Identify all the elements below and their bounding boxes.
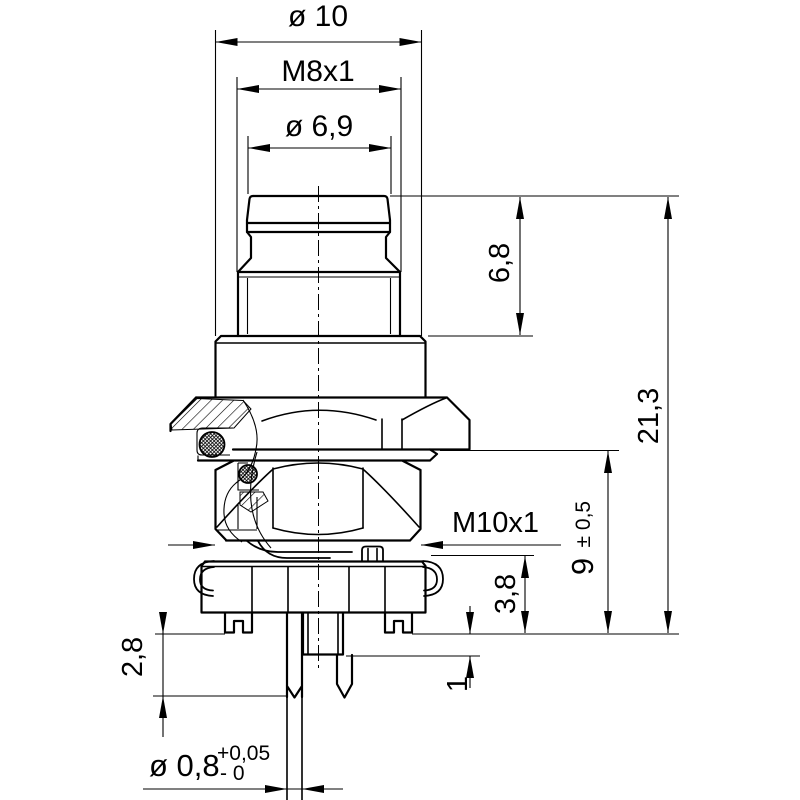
dim-label-9-main: 9 bbox=[565, 558, 600, 575]
solder-feet bbox=[223, 611, 414, 634]
arrow-right-icon bbox=[369, 144, 391, 152]
section-step-lines bbox=[197, 455, 258, 531]
oring-small bbox=[238, 464, 258, 484]
arrow-left-icon bbox=[421, 541, 443, 549]
arrow-up-icon bbox=[466, 656, 474, 678]
arrow-right-icon bbox=[265, 785, 287, 793]
arrow-left-icon bbox=[237, 85, 259, 93]
arrow-down-icon bbox=[516, 313, 524, 335]
oring-groove-small bbox=[237, 462, 259, 491]
dim-label-9: 9 ± 0,5 bbox=[565, 501, 600, 575]
arrow-up-icon bbox=[604, 451, 612, 473]
section-cutaway bbox=[170, 397, 272, 549]
dim-label-9-tol: ± 0,5 bbox=[572, 501, 595, 548]
dim-label-pin-tol-plus: +0,05 bbox=[217, 742, 270, 765]
dim-dia-6-9: ø 6,9 bbox=[248, 110, 391, 152]
section-spline-outer bbox=[223, 399, 258, 543]
dim-dia-10: ø 10 bbox=[215, 0, 422, 46]
arrow-up-icon bbox=[664, 197, 672, 219]
arrow-left-icon bbox=[215, 38, 238, 46]
arrow-right-icon bbox=[193, 541, 215, 549]
dim-label-dia10: ø 10 bbox=[288, 0, 348, 33]
dim-label-68: 6,8 bbox=[484, 243, 516, 283]
arrow-right-icon bbox=[379, 85, 401, 93]
oring-groove-large bbox=[196, 427, 233, 456]
arrow-down-icon bbox=[664, 611, 672, 633]
arrow-down-icon bbox=[521, 611, 529, 633]
arrow-up-icon bbox=[516, 197, 524, 219]
dim-6-8: 6,8 bbox=[484, 197, 524, 335]
dim-m8x1: M8x1 bbox=[237, 55, 401, 93]
dim-label-38: 3,8 bbox=[490, 574, 522, 614]
contact-pin-left bbox=[285, 611, 304, 800]
dim-label-m8: M8x1 bbox=[281, 55, 354, 88]
dim-1: 1 bbox=[442, 606, 474, 692]
section-hatch-wedge-top bbox=[170, 397, 252, 431]
dim-label-pin-tol-minus: - 0 bbox=[220, 762, 245, 785]
dim-label-1: 1 bbox=[442, 676, 474, 692]
dim-3-8: 3,8 bbox=[490, 556, 529, 633]
section-hatch-wedge-mid bbox=[239, 491, 269, 513]
arrow-left-icon bbox=[248, 144, 270, 152]
arrow-down-icon bbox=[466, 612, 474, 634]
extension-lines bbox=[153, 30, 679, 697]
dim-21-3: 21,3 bbox=[633, 197, 672, 633]
mount-flange bbox=[200, 560, 427, 614]
dim-2-8: 2,8 bbox=[117, 612, 167, 737]
dim-pin-dia: ø 0,8 +0,05 - 0 bbox=[143, 742, 343, 793]
arrow-up-icon bbox=[521, 556, 529, 578]
dimensions: ø 10 M8x1 ø 6,9 6,8 21,3 bbox=[117, 0, 679, 793]
washer-face bbox=[196, 448, 439, 462]
dim-label-pin-dia: ø 0,8 bbox=[149, 748, 220, 783]
dim-9: 9 ± 0,5 bbox=[565, 451, 612, 633]
arrow-right-icon bbox=[399, 38, 422, 46]
arrow-up-icon bbox=[159, 696, 167, 718]
center-stub bbox=[301, 611, 345, 656]
dim-label-28: 2,8 bbox=[117, 637, 149, 677]
dim-label-dia69: ø 6,9 bbox=[285, 110, 353, 143]
dim-label-213: 21,3 bbox=[633, 388, 665, 444]
contact-pin-right bbox=[335, 653, 354, 699]
part-view bbox=[169, 194, 471, 800]
dim-m10x1: M10x1 bbox=[168, 507, 561, 549]
arrow-left-icon bbox=[302, 785, 324, 793]
arrow-down-icon bbox=[159, 612, 167, 634]
arrow-down-icon bbox=[604, 611, 612, 633]
dim-label-m10: M10x1 bbox=[452, 507, 539, 539]
oring-large bbox=[198, 431, 226, 458]
body-cylinder bbox=[214, 334, 427, 399]
